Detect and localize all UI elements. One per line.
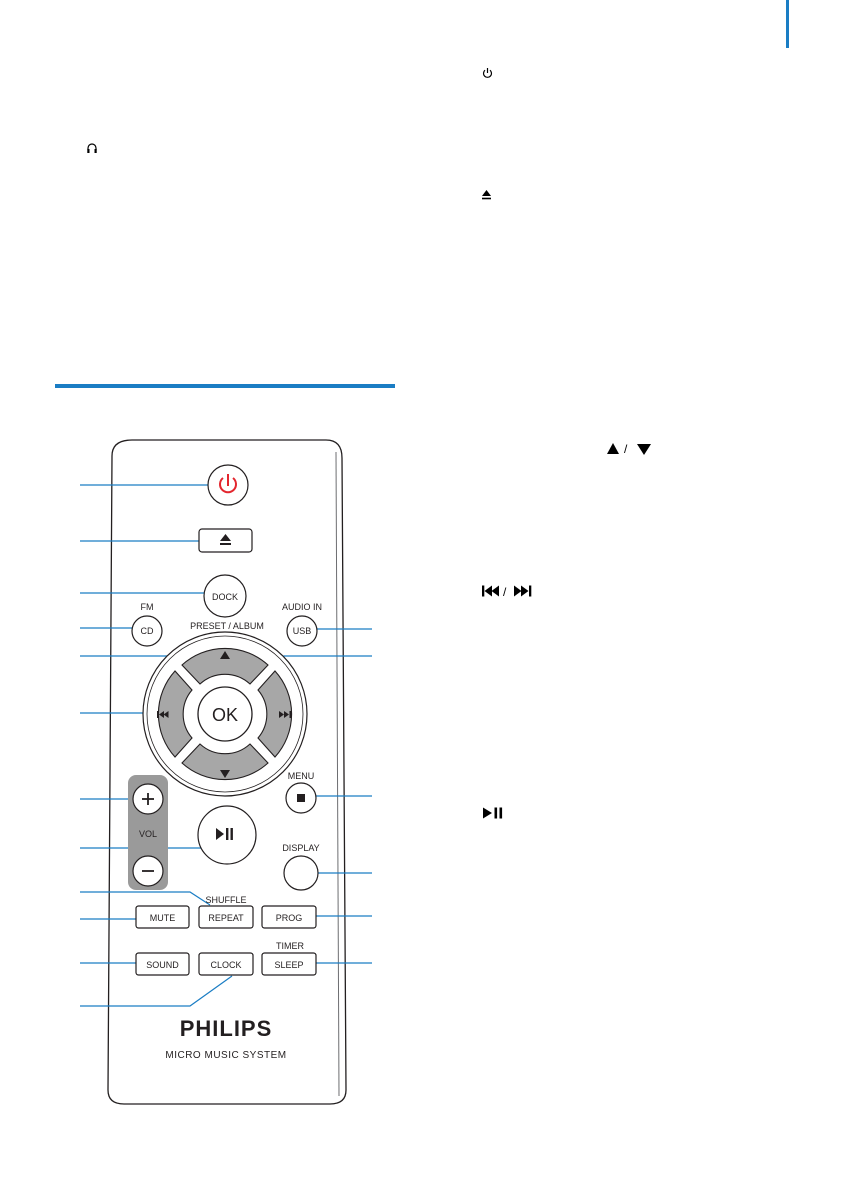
- clock-button[interactable]: CLOCK: [198, 952, 254, 976]
- page-edge-marker: [786, 0, 789, 48]
- menu-label: MENU: [288, 771, 315, 781]
- svg-text:/: /: [624, 442, 628, 456]
- svg-text:/: /: [503, 585, 507, 598]
- eject-icon: [481, 189, 492, 201]
- brand-logo: PHILIPS: [180, 1016, 273, 1041]
- display-button[interactable]: [283, 855, 319, 891]
- mute-label: MUTE: [150, 913, 176, 923]
- sleep-button[interactable]: SLEEP: [261, 952, 317, 976]
- dpad-left-button[interactable]: [157, 670, 193, 758]
- prog-label: PROG: [276, 913, 303, 923]
- section-divider: [55, 384, 395, 388]
- play-pause-icon: [482, 806, 508, 820]
- skip-prev-next-icon: /: [481, 584, 561, 598]
- display-label: DISPLAY: [282, 843, 319, 853]
- model-name: MICRO MUSIC SYSTEM: [165, 1050, 286, 1061]
- dock-label: DOCK: [212, 592, 238, 602]
- headphone-icon: [86, 142, 98, 154]
- dpad-right-button[interactable]: [257, 670, 293, 758]
- volume-up-button[interactable]: [132, 783, 164, 815]
- volume-down-button[interactable]: [132, 855, 164, 887]
- dock-button[interactable]: DOCK: [203, 574, 247, 618]
- up-down-arrows-icon: /: [606, 442, 652, 456]
- preset-album-label: PRESET / ALBUM: [190, 621, 264, 631]
- usb-label: USB: [293, 626, 312, 636]
- ok-label: OK: [212, 705, 238, 725]
- dpad-down-button[interactable]: [181, 743, 269, 781]
- vol-label: VOL: [139, 829, 157, 839]
- sound-label: SOUND: [146, 960, 179, 970]
- power-icon: [482, 67, 493, 79]
- sound-button[interactable]: SOUND: [135, 952, 190, 976]
- mute-button[interactable]: MUTE: [135, 905, 190, 929]
- prog-button[interactable]: PROG: [261, 905, 317, 929]
- repeat-button[interactable]: REPEAT: [198, 905, 254, 929]
- dpad-up-button[interactable]: [181, 647, 269, 685]
- stop-button[interactable]: [285, 782, 317, 814]
- sleep-label: SLEEP: [274, 960, 303, 970]
- usb-button[interactable]: USB: [286, 615, 318, 647]
- cd-label: CD: [141, 626, 154, 636]
- cd-button[interactable]: CD: [131, 615, 163, 647]
- shuffle-label: SHUFFLE: [205, 895, 246, 905]
- timer-label: TIMER: [276, 941, 304, 951]
- audio-in-label: AUDIO IN: [282, 602, 322, 612]
- repeat-label: REPEAT: [208, 913, 244, 923]
- fm-label: FM: [141, 602, 154, 612]
- power-button[interactable]: [207, 464, 249, 506]
- eject-button[interactable]: [198, 528, 253, 553]
- clock-label: CLOCK: [210, 960, 241, 970]
- ok-button[interactable]: OK: [197, 686, 253, 742]
- play-pause-button[interactable]: [197, 805, 257, 865]
